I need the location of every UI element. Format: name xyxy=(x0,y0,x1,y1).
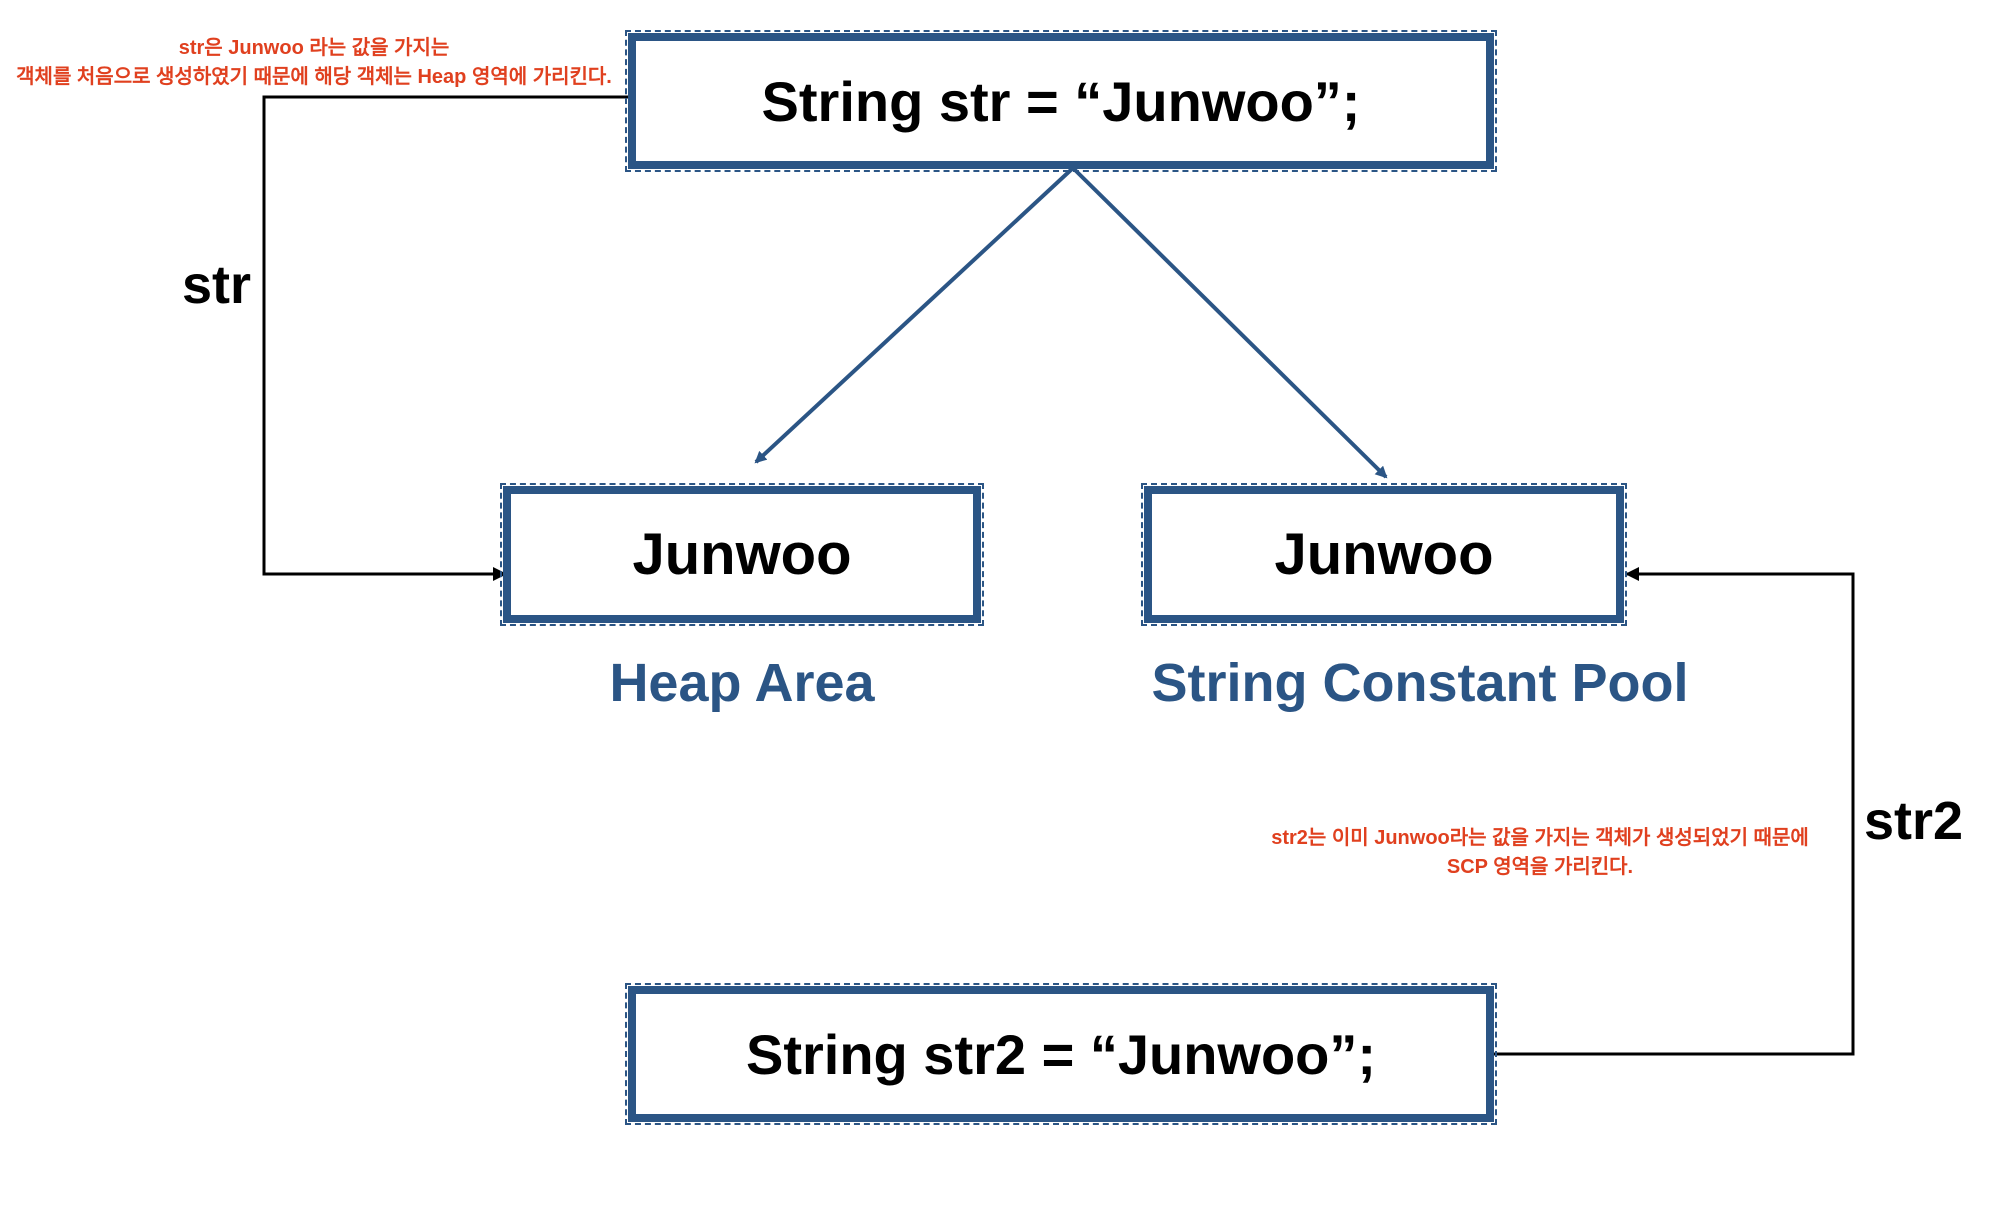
scp-object-box: Junwoo xyxy=(1141,483,1627,626)
str2-note-line-1: str2는 이미 Junwoo라는 값을 가지는 객체가 생성되었기 때문에 xyxy=(1271,827,1809,849)
str-declaration-box: String str = “Junwoo”; xyxy=(625,30,1497,172)
heap-object-value: Junwoo xyxy=(632,522,852,587)
arrow-to-heap xyxy=(754,166,1075,464)
heap-area-label: Heap Area xyxy=(609,653,875,713)
str-reference-connector xyxy=(262,95,628,581)
str-declaration-text: String str = “Junwoo”; xyxy=(761,69,1361,133)
str-note-line-2: 객체를 처음으로 생성하였기 때문에 해당 객체는 Heap 영역에 가리킨다. xyxy=(16,66,612,88)
str2-reference-connector xyxy=(1493,567,1855,1056)
str-reference-label: str xyxy=(182,255,252,315)
str-note-line-1: str은 Junwoo 라는 값을 가지는 xyxy=(178,37,450,59)
heap-object-box: Junwoo xyxy=(500,483,984,626)
arrow-to-scp xyxy=(1071,166,1388,479)
str2-reference-label: str2 xyxy=(1864,791,1964,851)
str-explanation-note: str은 Junwoo 라는 값을 가지는 객체를 처음으로 생성하였기 때문에… xyxy=(0,34,628,92)
scp-area-label: String Constant Pool xyxy=(1151,653,1689,713)
scp-object-value: Junwoo xyxy=(1274,522,1494,587)
str2-declaration-text: String str2 = “Junwoo”; xyxy=(745,1022,1377,1086)
str2-note-line-2: SCP 영역을 가리킨다. xyxy=(1446,856,1634,878)
str2-explanation-note: str2는 이미 Junwoo라는 값을 가지는 객체가 생성되었기 때문에 S… xyxy=(1200,824,1880,882)
str2-declaration-box: String str2 = “Junwoo”; xyxy=(625,983,1497,1125)
